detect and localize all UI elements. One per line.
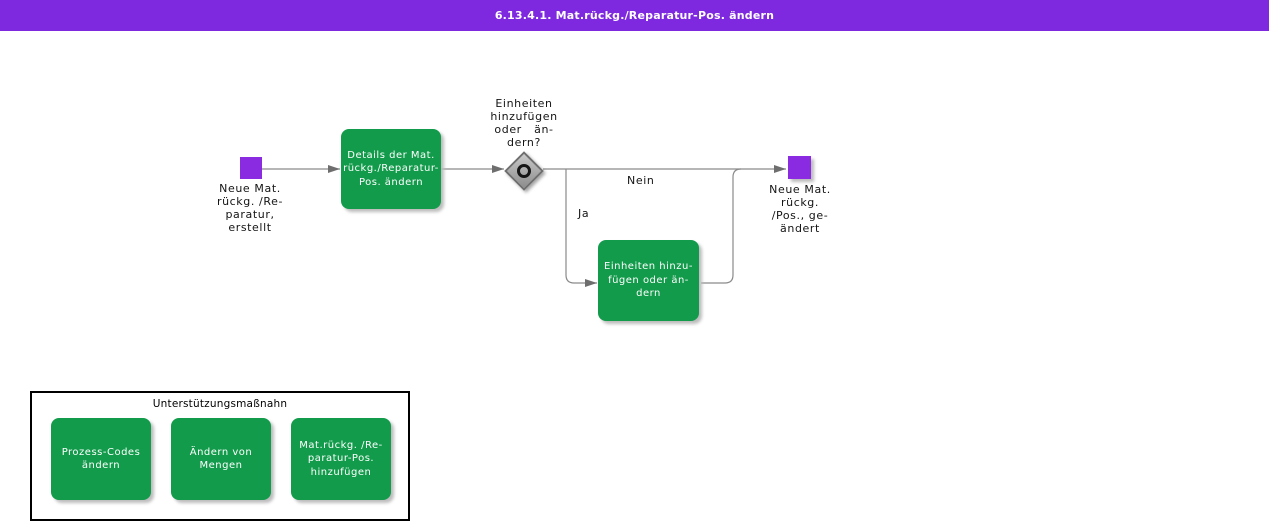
gateway-circle-icon	[514, 161, 534, 181]
decision-question-label: Einheiten hinzufügen oder än- dern?	[490, 97, 558, 149]
branch-label-nein: Nein	[627, 174, 655, 187]
task-change-details[interactable]: Details der Mat. rückg./Reparatur- Pos. …	[341, 129, 441, 209]
start-event-label: Neue Mat. rückg. /Re- paratur, erstellt	[216, 182, 284, 234]
task-add-units[interactable]: Einheiten hinzu- fügen oder än- dern	[598, 240, 699, 321]
connector-ja-to-task	[565, 169, 597, 287]
branch-label-ja: Ja	[578, 207, 590, 220]
end-event-square[interactable]	[788, 156, 811, 179]
connector-task-merge	[701, 168, 742, 284]
legend-item-prozess-codes[interactable]: Prozess-Codes ändern	[51, 418, 151, 500]
start-event-square[interactable]	[240, 157, 262, 179]
legend-item-pos-hinzufuegen[interactable]: Mat.rückg. /Re- paratur-Pos. hinzufügen	[291, 418, 391, 500]
title-bar: 6.13.4.1. Mat.rückg./Reparatur-Pos. ände…	[0, 0, 1269, 31]
end-event-label: Neue Mat. rückg. /Pos., ge- ändert	[769, 183, 831, 235]
legend-title: Unterstützungsmaßnahn	[152, 398, 288, 410]
legend-box: Unterstützungsmaßnahn Prozess-Codes ände…	[30, 391, 410, 521]
page-title: 6.13.4.1. Mat.rückg./Reparatur-Pos. ände…	[494, 9, 775, 22]
legend-item-aendern-von-mengen[interactable]: Ändern von Mengen	[171, 418, 271, 500]
